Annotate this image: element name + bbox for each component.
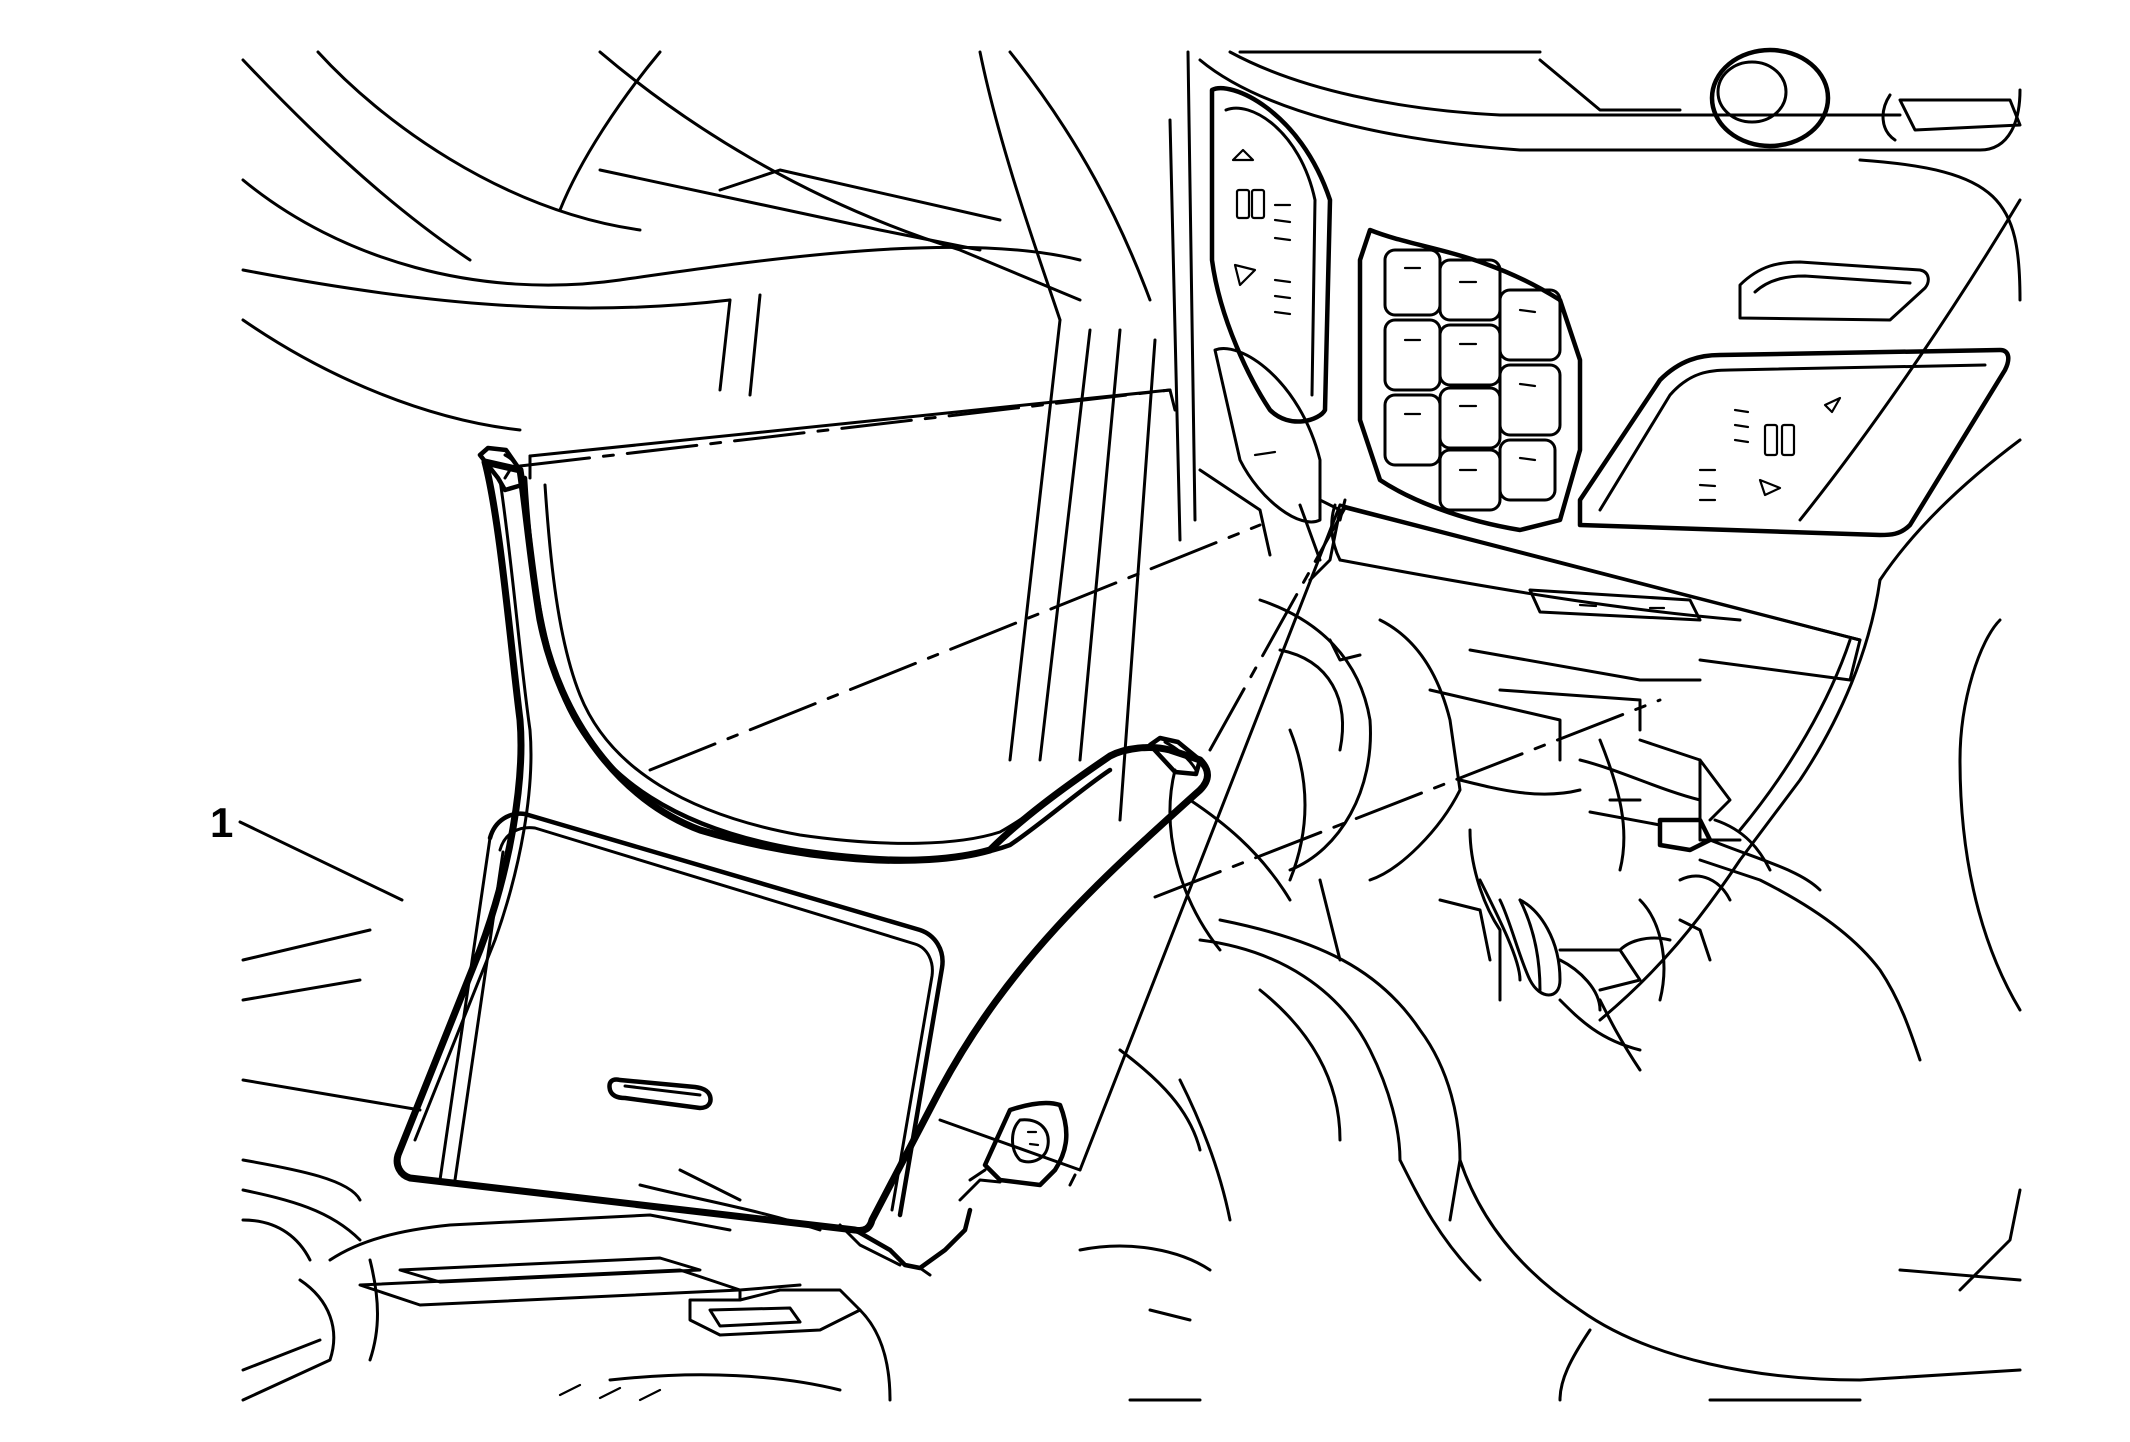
callout-1-label: 1 — [210, 799, 233, 846]
console-opening — [1198, 438, 2022, 1072]
center-console — [241, 918, 2022, 1402]
dashboard-background — [241, 50, 1292, 1202]
trim-panel-part — [393, 445, 1211, 1277]
callout-1: 1 — [210, 799, 404, 902]
overhead-console — [1198, 47, 2022, 538]
callout-1-leader — [238, 820, 404, 902]
alignment-lines — [518, 388, 1862, 1187]
